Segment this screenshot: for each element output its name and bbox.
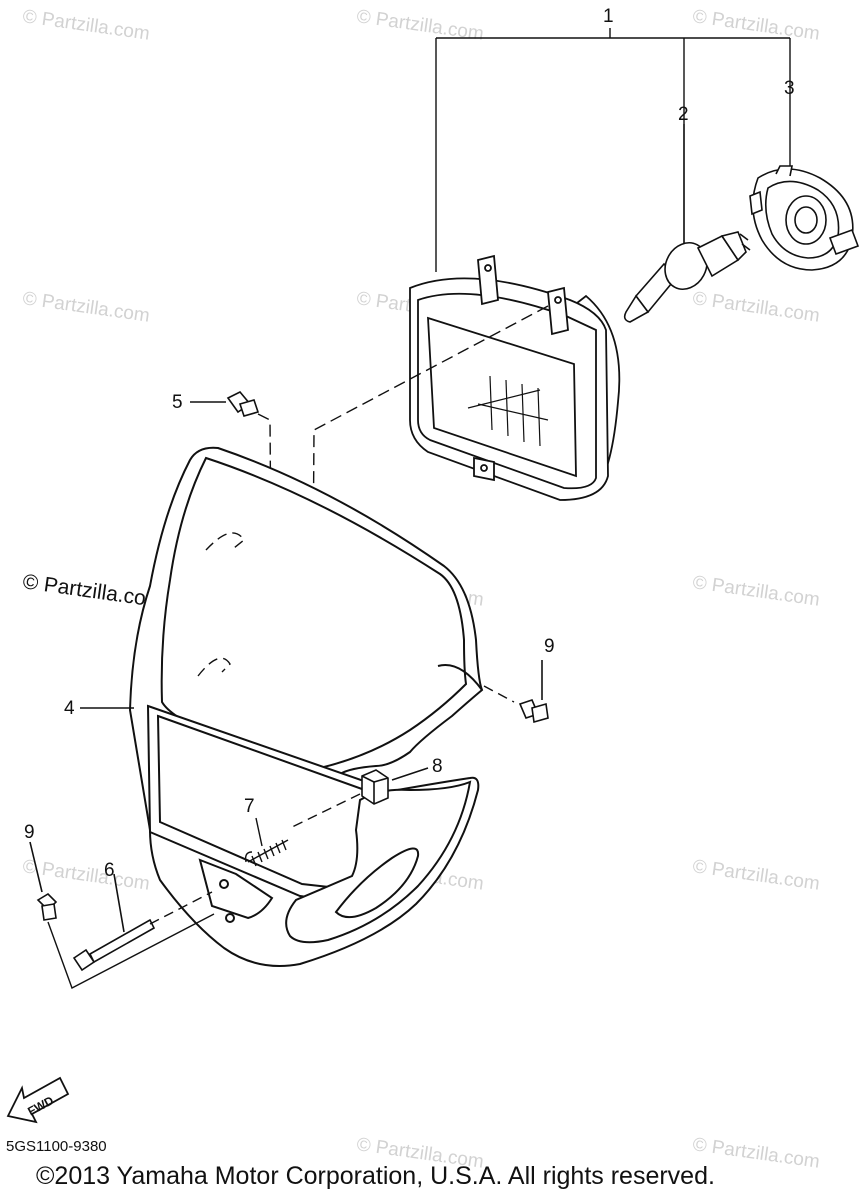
callout-9-right: 9 [544, 636, 555, 657]
callout-numbers: 1 2 3 4 5 6 7 8 9 9 [24, 6, 795, 881]
headlight-unit-part-1 [409, 254, 621, 501]
watermark: © Partzilla.com [21, 6, 151, 45]
callout-9-left: 9 [24, 822, 35, 843]
screw-part-9-right [483, 660, 549, 724]
headlight-cowl-part-4 [128, 446, 484, 967]
watermark: © Partzilla.com [355, 6, 485, 45]
callout-5: 5 [172, 392, 183, 413]
screw-part-9-left [29, 841, 215, 989]
spring-part-7 [244, 817, 289, 867]
copyright-notice: ©2013 Yamaha Motor Corporation, U.S.A. A… [36, 1162, 715, 1190]
callout-1-bracket [435, 28, 791, 272]
watermark: © Partzilla.com [691, 6, 821, 45]
watermark: © Partzilla.com [691, 288, 821, 327]
callout-2: 2 [678, 104, 689, 125]
callout-4: 4 [64, 698, 75, 719]
bolt-part-6 [72, 873, 213, 972]
watermark: © Partzilla.com [691, 856, 821, 895]
nut-part-8 [289, 767, 429, 829]
callout-1: 1 [603, 6, 614, 27]
headlight-bulb-part-2 [623, 231, 751, 323]
bolt-part-5 [190, 391, 260, 417]
callout-3: 3 [784, 78, 795, 99]
fwd-arrow-icon: FWD [6, 1076, 70, 1124]
socket-cover-part-3 [749, 165, 860, 271]
watermark: © Partzilla.com [691, 572, 821, 611]
callout-7: 7 [244, 796, 255, 817]
callout-6: 6 [104, 860, 115, 881]
diagram-code: 5GS1100-9380 [6, 1138, 107, 1155]
callout-8: 8 [432, 756, 443, 777]
watermark: © Partzilla.com [21, 288, 151, 327]
